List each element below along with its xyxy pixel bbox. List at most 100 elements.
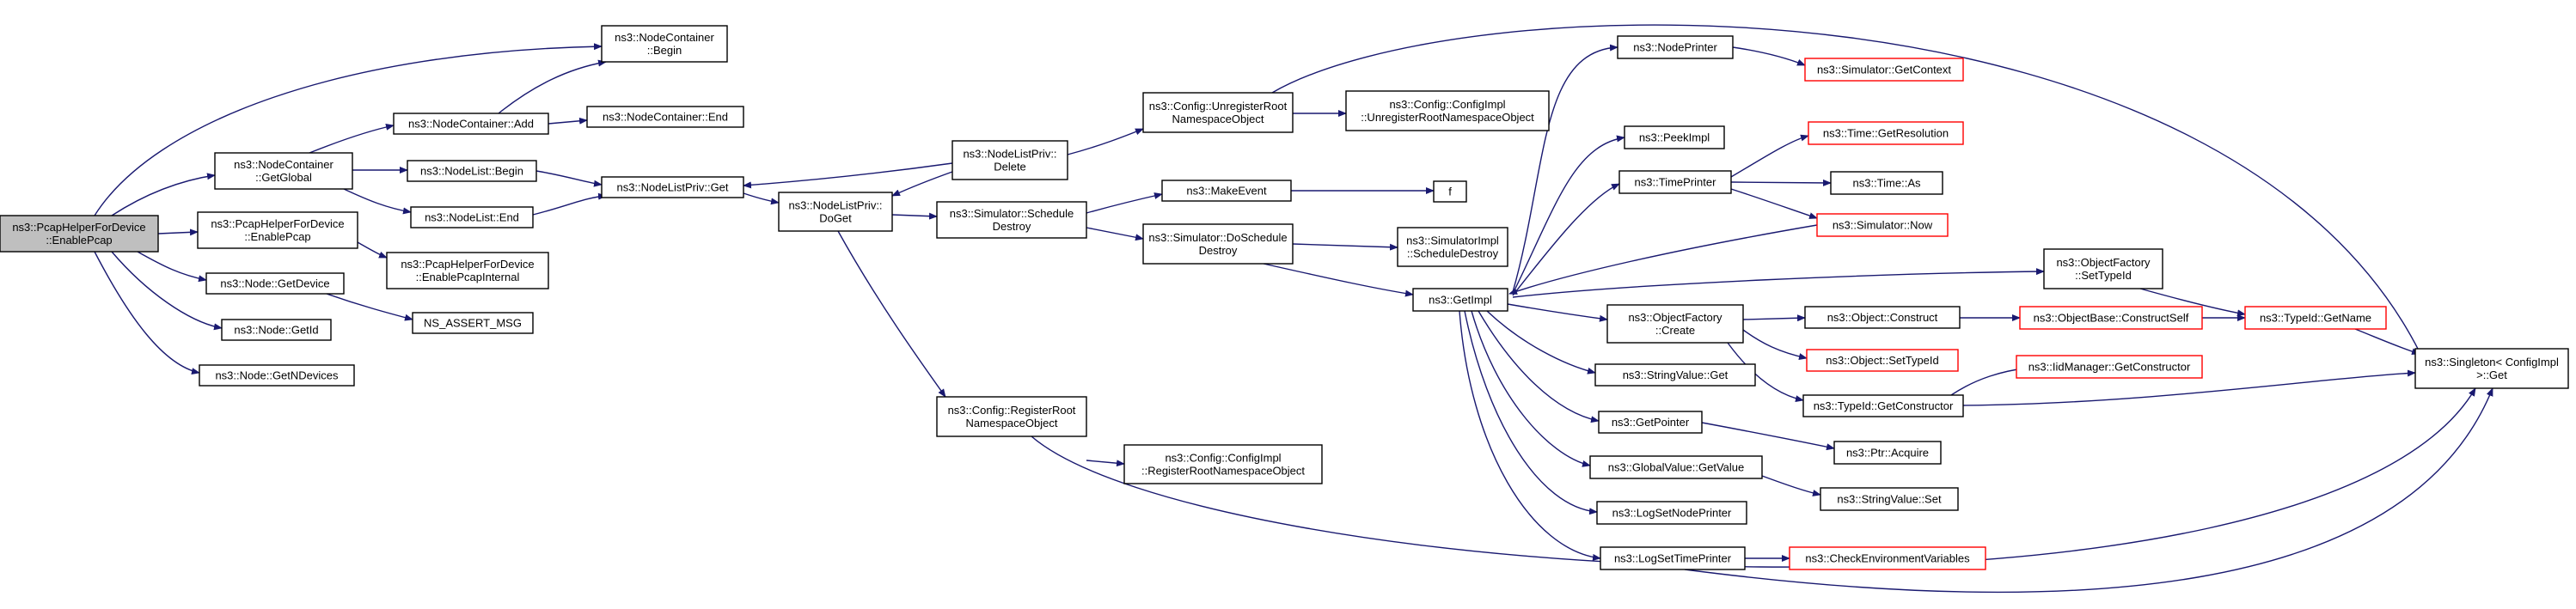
edge-get_impl-to-of_create	[1507, 303, 1608, 322]
node-time-printer[interactable]: ns3::TimePrinter	[1618, 170, 1732, 194]
edge-nlp_delete-to-cfg_unregister	[1067, 128, 1144, 155]
node-object-construct[interactable]: ns3::Object::Construct	[1804, 306, 1961, 329]
node-nc-getglobal[interactable]: ns3::NodeContainer::GetGlobal	[214, 152, 353, 190]
node-label: ns3::LogSetTimePrinter	[1614, 552, 1732, 565]
node-singleton-get[interactable]: ns3::Singleton< ConfigImpl>::Get	[2414, 348, 2569, 389]
node-time-as[interactable]: ns3::Time::As	[1830, 171, 1943, 195]
node-box	[407, 160, 537, 182]
node-cfg-register[interactable]: ns3::Config::RegisterRootNamespaceObject	[936, 396, 1087, 437]
node-label: ns3::NodeContainer::Add	[408, 118, 534, 131]
node-typeid-getconstructor[interactable]: ns3::TypeId::GetConstructor	[1802, 394, 1964, 417]
node-box	[386, 252, 549, 289]
node-nlp-doget[interactable]: ns3::NodeListPriv::DoGet	[778, 192, 893, 232]
node-f-node[interactable]: f	[1433, 180, 1467, 203]
edge-get_impl-to-log_set_node_printer	[1464, 310, 1598, 515]
node-stringvalue-set[interactable]: ns3::StringValue::Set	[1820, 487, 1959, 511]
edge-of_create-to-typeid_getconstructor	[1727, 342, 1804, 403]
node-check-env-vars[interactable]: ns3::CheckEnvironmentVariables	[1789, 546, 1986, 570]
node-globalvalue-getvalue[interactable]: ns3::GlobalValue::GetValue	[1589, 455, 1763, 479]
node-label: ns3::NodeList::Begin	[420, 165, 523, 178]
edge-time_printer-to-time_as	[1730, 179, 1832, 186]
node-box	[412, 312, 534, 334]
node-node-getid[interactable]: ns3::Node::GetId	[221, 319, 332, 341]
edge-get_pointer-to-ptr_acquire	[1701, 422, 1835, 451]
node-box	[601, 25, 728, 63]
node-label: ns3::Simulator::Now	[1833, 219, 1933, 232]
node-nc-add[interactable]: ns3::NodeContainer::Add	[393, 113, 549, 135]
node-node-printer[interactable]: ns3::NodePrinter	[1617, 35, 1734, 59]
edge-cfg_unregister-to-singleton_get	[1271, 24, 2425, 362]
edge-get_impl-to-stringvalue_get	[1486, 310, 1596, 375]
node-box	[1594, 363, 1756, 387]
node-nl-end[interactable]: ns3::NodeList::End	[410, 206, 534, 228]
node-label: NamespaceObject	[966, 417, 1058, 429]
node-log-set-time-printer[interactable]: ns3::LogSetTimePrinter	[1600, 546, 1746, 570]
node-cfg-unregister[interactable]: ns3::Config::UnregisterRootNamespaceObje…	[1142, 92, 1294, 133]
node-of-settypeid[interactable]: ns3::ObjectFactory::SetTypeId	[2043, 248, 2163, 289]
node-stringvalue-get[interactable]: ns3::StringValue::Get	[1594, 363, 1756, 387]
node-nlp-delete[interactable]: ns3::NodeListPriv::Delete	[951, 140, 1068, 180]
node-cfgimpl-register[interactable]: ns3::Config::ConfigImpl::RegisterRootNam…	[1123, 444, 1323, 484]
node-of-create[interactable]: ns3::ObjectFactory::Create	[1606, 304, 1744, 344]
node-label: ns3::StringValue::Get	[1623, 368, 1729, 381]
node-objectbase-constructself[interactable]: ns3::ObjectBase::ConstructSelf	[2019, 306, 2203, 330]
edge-nlp_delete-to-nlp_doget	[891, 171, 953, 197]
node-sim-schedule-destroy[interactable]: ns3::Simulator::ScheduleDestroy	[936, 201, 1087, 239]
edge-sim_now-to-get_impl	[1508, 224, 1818, 295]
node-simimpl-schedule-destroy[interactable]: ns3::SimulatorImpl::ScheduleDestroy	[1397, 227, 1508, 267]
node-box	[410, 206, 534, 228]
edge-node_getdevice-to-ns_assert	[326, 293, 413, 321]
node-label: ns3::Node::GetNDevices	[215, 369, 339, 382]
node-label: ns3::Node::GetDevice	[220, 277, 329, 290]
node-label: ns3::GetPointer	[1612, 416, 1690, 429]
node-ptr-acquire[interactable]: ns3::Ptr::Acquire	[1833, 441, 1942, 465]
node-label: ns3::NodeListPriv::	[963, 148, 1056, 161]
node-get-impl[interactable]: ns3::GetImpl	[1412, 288, 1508, 312]
edge-cfg_register-to-singleton_get	[1031, 387, 2476, 568]
node-label: Delete	[994, 161, 1026, 174]
node-label: ns3::Config::UnregisterRoot	[1149, 100, 1288, 113]
node-sim-getcontext[interactable]: ns3::Simulator::GetContext	[1804, 58, 1964, 82]
edge-sim_schedule_destroy-to-sim_do_schedule_destroy	[1086, 227, 1144, 241]
node-peek-impl[interactable]: ns3::PeekImpl	[1624, 125, 1725, 149]
node-typeid-getname[interactable]: ns3::TypeId::GetName	[2244, 306, 2387, 330]
node-make-event[interactable]: ns3::MakeEvent	[1161, 180, 1292, 202]
node-log-set-node-printer[interactable]: ns3::LogSetNodePrinter	[1596, 501, 1747, 525]
node-label: ::ScheduleDestroy	[1407, 247, 1499, 260]
node-box	[1789, 546, 1986, 570]
node-enablepcap-root[interactable]: ns3::PcapHelperForDevice::EnablePcap	[0, 215, 159, 253]
node-sim-now[interactable]: ns3::Simulator::Now	[1816, 213, 1949, 237]
edge-nlp_get-to-nlp_doget	[743, 192, 780, 205]
node-label: ::GetGlobal	[255, 171, 312, 184]
node-box	[1600, 546, 1746, 570]
node-time-getresolution[interactable]: ns3::Time::GetResolution	[1808, 121, 1964, 145]
node-label: ns3::PcapHelperForDevice	[12, 221, 145, 234]
node-nc-begin[interactable]: ns3::NodeContainer::Begin	[601, 25, 728, 63]
node-label: ns3::GetImpl	[1429, 294, 1492, 307]
node-get-pointer[interactable]: ns3::GetPointer	[1598, 411, 1703, 434]
node-phfd-enablepcap[interactable]: ns3::PcapHelperForDevice::EnablePcap	[197, 211, 358, 249]
node-cfgimpl-unregister[interactable]: ns3::Config::ConfigImpl::UnregisterRootN…	[1345, 90, 1550, 131]
node-label: ns3::NodeListPriv::	[788, 199, 882, 212]
edge-typeid_getname-to-singleton_get	[2354, 328, 2420, 356]
node-node-getdevice[interactable]: ns3::Node::GetDevice	[205, 272, 345, 295]
node-iidmanager-getconstructor[interactable]: ns3::IidManager::GetConstructor	[2016, 355, 2203, 379]
node-label: ns3::NodePrinter	[1633, 41, 1717, 54]
node-box	[1802, 394, 1964, 417]
node-box	[1806, 349, 1959, 372]
node-ns-assert[interactable]: NS_ASSERT_MSG	[412, 312, 534, 334]
node-nlp-get[interactable]: ns3::NodeListPriv::Get	[601, 176, 744, 198]
node-nl-begin[interactable]: ns3::NodeList::Begin	[407, 160, 537, 182]
node-phfd-internal[interactable]: ns3::PcapHelperForDevice::EnablePcapInte…	[386, 252, 549, 289]
node-object-settypeid[interactable]: ns3::Object::SetTypeId	[1806, 349, 1959, 372]
node-nc-end[interactable]: ns3::NodeContainer::End	[586, 106, 744, 128]
edge-enablepcap_root-to-node_getndevices	[94, 251, 200, 375]
edge-cfg_register-to-cfgimpl_register	[1086, 460, 1125, 467]
node-node-getndevices[interactable]: ns3::Node::GetNDevices	[199, 364, 355, 387]
node-label: NamespaceObject	[1172, 113, 1264, 125]
edge-nl_end-to-nlp_get	[532, 192, 607, 216]
node-box	[1617, 35, 1734, 59]
edge-nc_add-to-nc_begin	[498, 59, 607, 114]
nodes-layer: ns3::PcapHelperForDevice::EnablePcapns3:…	[0, 25, 2569, 570]
